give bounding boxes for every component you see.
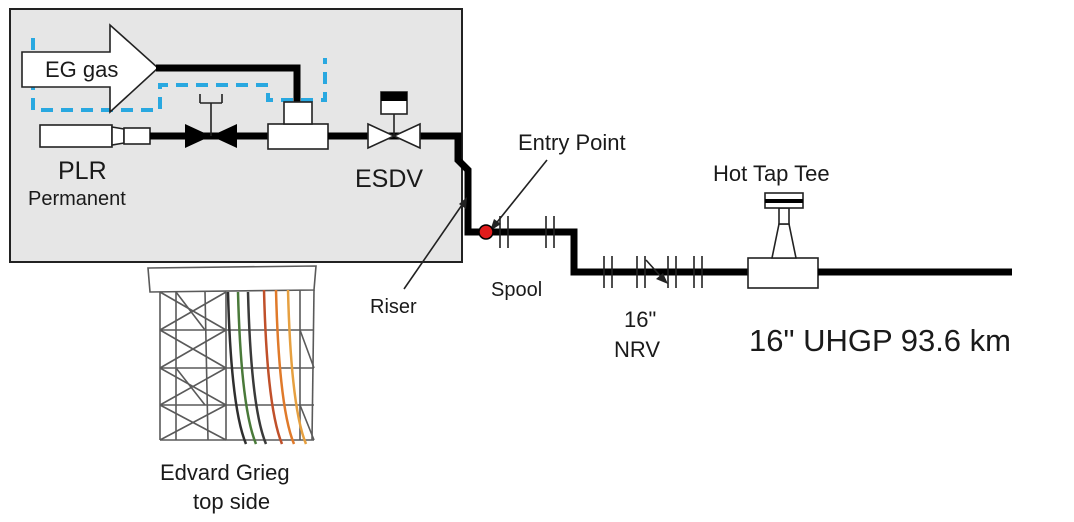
hot-tap-tee <box>747 192 819 289</box>
nrv-size-label: 16" <box>624 307 656 332</box>
permanent-label: Permanent <box>28 188 126 210</box>
plr-launcher <box>39 124 151 148</box>
spool-label: Spool <box>491 279 542 301</box>
entry-point-arrowhead <box>490 219 501 231</box>
platform-label-line1: Edvard Grieg <box>160 460 290 485</box>
pipeline-label: 16" UHGP 93.6 km <box>749 323 1011 358</box>
esdv-label: ESDV <box>355 165 423 193</box>
entry-point-marker <box>478 224 494 240</box>
spool-flanges <box>499 216 555 248</box>
nrv-check-icon <box>645 259 668 284</box>
manual-valve-icon <box>185 94 237 148</box>
riser-arrow <box>403 201 465 290</box>
entry-point-label: Entry Point <box>518 130 626 155</box>
spool-pipe <box>500 228 610 276</box>
eg-gas-arrow: EG gas <box>21 23 160 114</box>
nrv-flanges <box>603 256 703 288</box>
riser-pipe <box>328 132 500 236</box>
platform-label-line2: top side <box>193 489 270 514</box>
tee-fitting <box>267 101 329 150</box>
riser-arrowhead <box>459 197 467 209</box>
riser-label: Riser <box>370 296 417 318</box>
plr-label: PLR <box>58 157 107 185</box>
nrv-label: NRV <box>614 337 660 362</box>
hot-tap-tee-label: Hot Tap Tee <box>713 161 830 186</box>
eg-gas-line <box>156 64 301 102</box>
eg-gas-label: EG gas <box>45 57 118 82</box>
platform-jacket-illustration <box>147 265 317 445</box>
entry-point-arrow <box>493 159 548 227</box>
esdv-valve-icon <box>367 91 421 150</box>
